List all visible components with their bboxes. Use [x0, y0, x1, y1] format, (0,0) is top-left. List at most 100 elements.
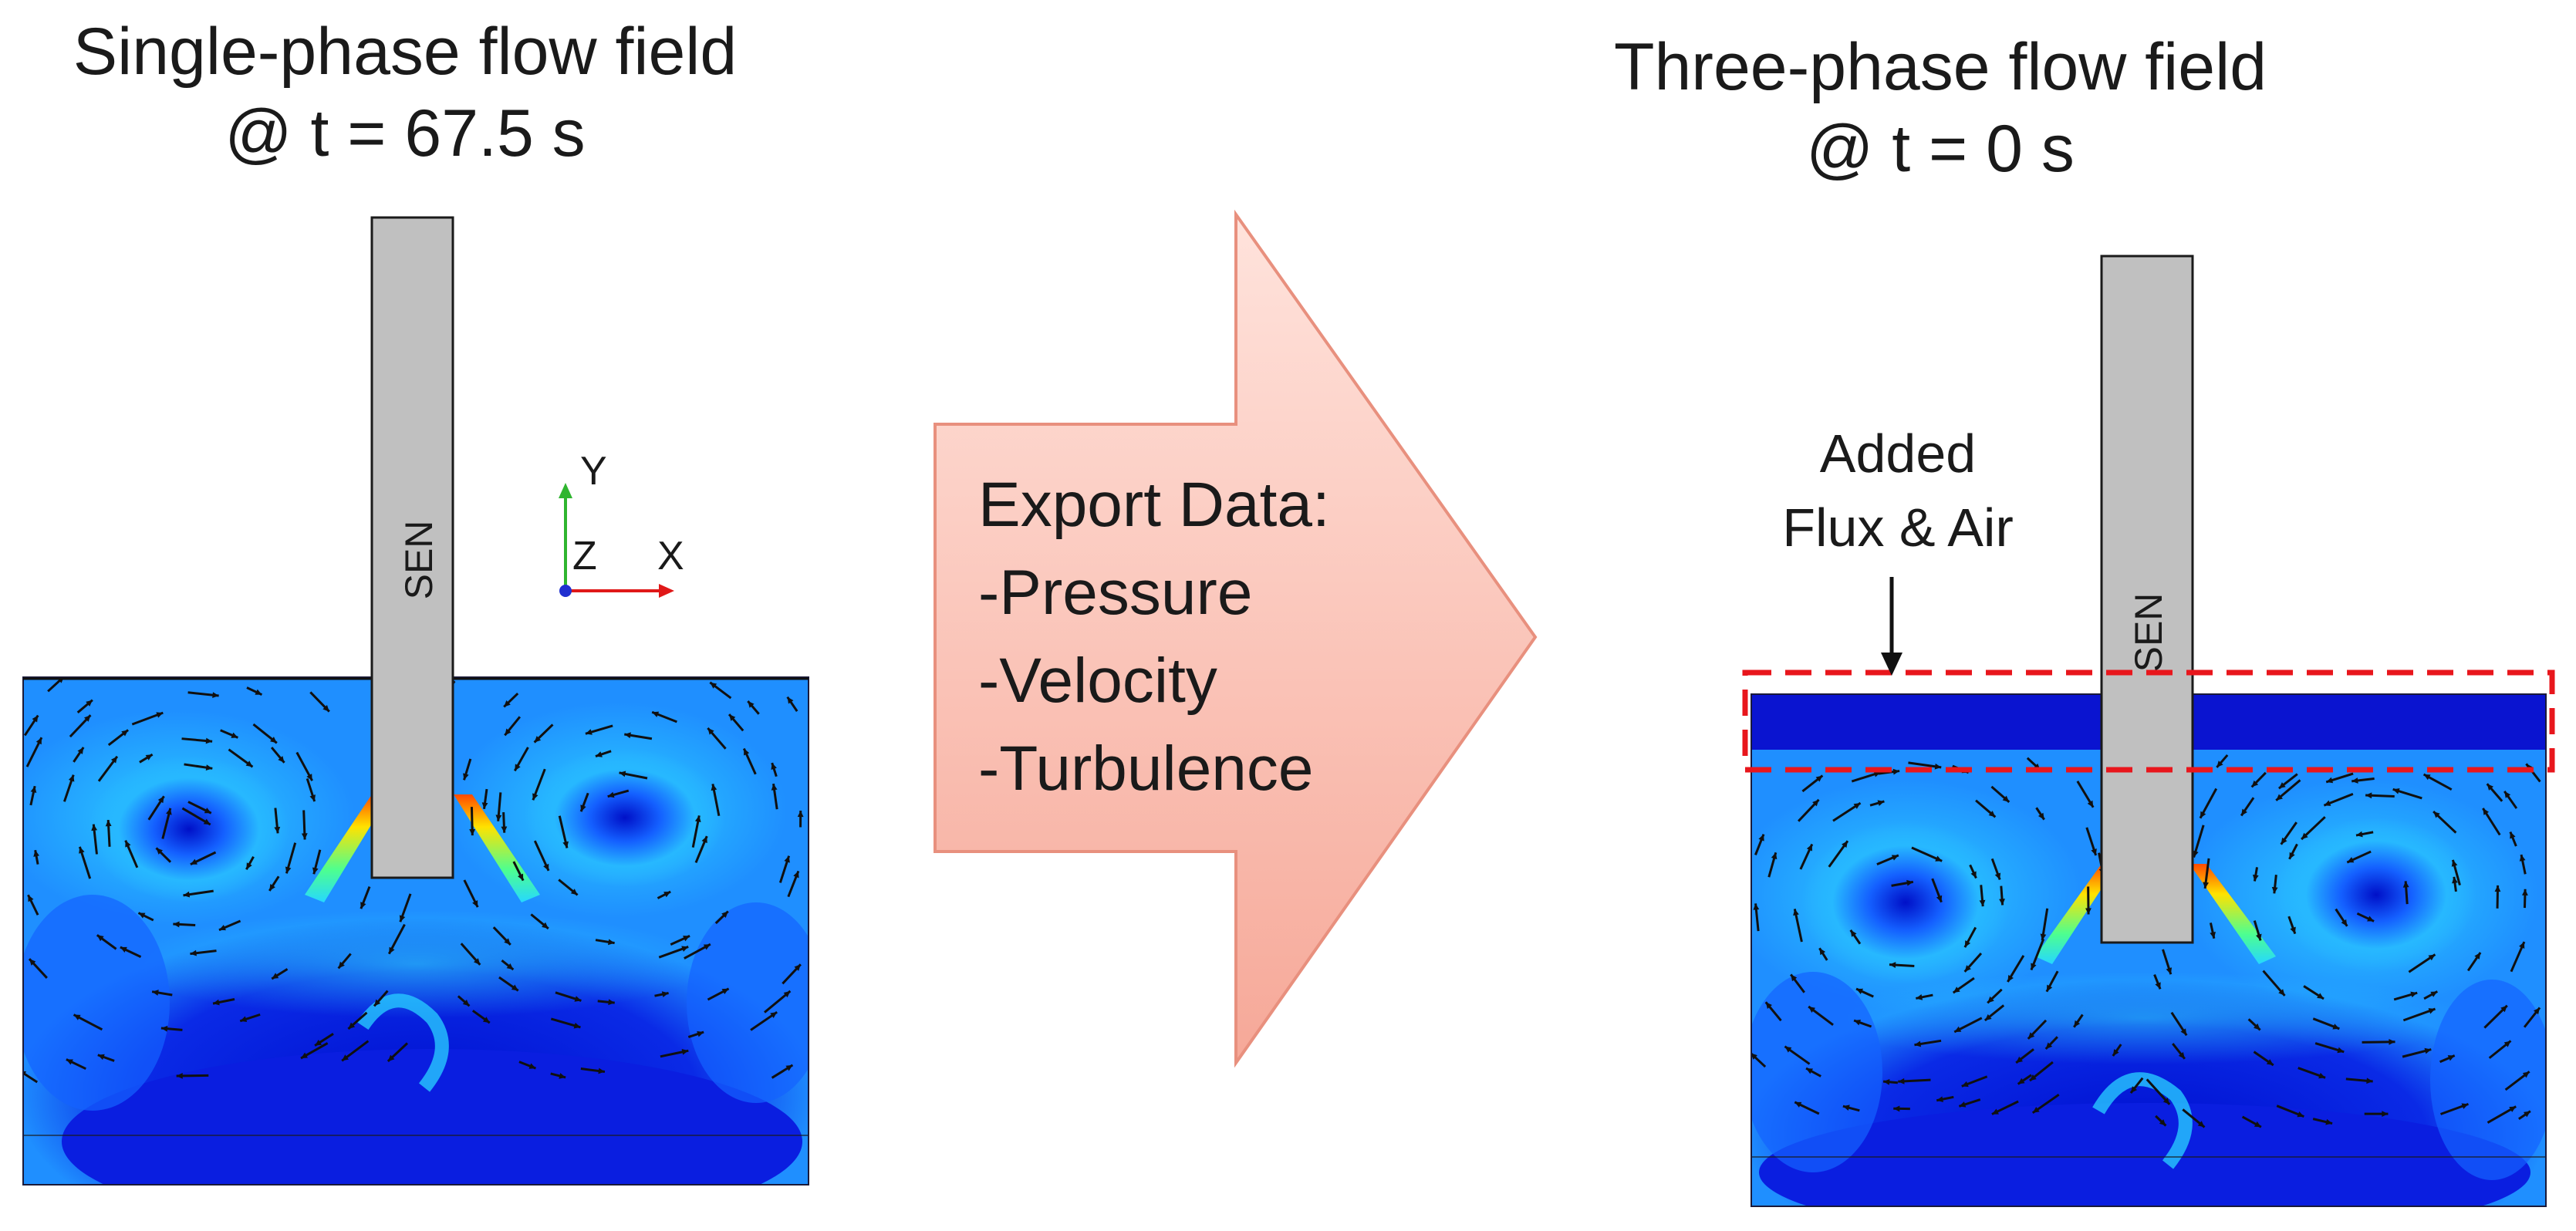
velocity-vector-head: [213, 999, 220, 1006]
velocity-vector-head: [91, 824, 98, 831]
velocity-vector-head: [1898, 1078, 1905, 1084]
velocity-vector-head: [1936, 895, 1943, 902]
velocity-vector-head: [1819, 948, 1826, 956]
velocity-vector-head: [2326, 777, 2334, 784]
velocity-vector-head: [1906, 879, 1913, 886]
velocity-vector-head: [2424, 1047, 2432, 1054]
axis-z-label: Z: [572, 534, 597, 578]
velocity-vector-head: [1771, 852, 1778, 860]
velocity-vector-head: [322, 705, 329, 712]
velocity-vector-head: [1914, 1040, 1922, 1047]
velocity-vector-head: [152, 990, 159, 996]
velocity-vector-head: [309, 794, 316, 802]
velocity-vector-head: [270, 737, 277, 744]
velocity-vector-head: [66, 1059, 73, 1065]
velocity-vector-head: [1853, 803, 1861, 809]
velocity-vector-head: [28, 895, 34, 902]
velocity-vector-head: [2203, 882, 2210, 889]
velocity-vector-head: [1936, 1096, 1943, 1103]
velocity-vector-head: [274, 826, 281, 834]
velocity-vector-head: [2503, 1040, 2511, 1047]
velocity-vector-head: [748, 701, 755, 708]
velocity-vector-head: [1793, 909, 1799, 916]
velocity-vector-head: [532, 793, 538, 801]
velocity-vector-head: [2519, 855, 2526, 862]
velocity-vector-head: [2392, 788, 2400, 794]
right-title-line2: @ t = 0 s: [1806, 112, 2075, 186]
left-sen-label: SEN: [397, 521, 441, 600]
velocity-vector-head: [1961, 1081, 1969, 1088]
velocity-vector-head: [681, 1049, 689, 1055]
velocity-vector-head: [2029, 1074, 2037, 1081]
velocity-vector-head: [166, 808, 172, 815]
velocity-vector-head: [360, 902, 366, 909]
velocity-vector-head: [245, 761, 253, 767]
velocity-vector-head: [482, 1017, 490, 1024]
velocity-vector-head: [190, 949, 197, 956]
velocity-vector-head: [2483, 808, 2490, 815]
right-panel-title: Three-phase flow field @ t = 0 s: [1520, 26, 2361, 190]
velocity-vector-head: [272, 973, 279, 980]
velocity-vector-head: [2040, 933, 2047, 941]
velocity-vector-head: [1758, 834, 1764, 841]
velocity-vector-head: [173, 921, 180, 928]
velocity-vector-head: [2533, 1007, 2541, 1015]
velocity-vector-head: [2281, 837, 2287, 845]
velocity-vector-head: [707, 727, 714, 735]
velocity-vector-head: [2410, 991, 2418, 998]
velocity-vector-head: [2382, 1111, 2389, 1118]
velocity-vector-head: [1964, 940, 1971, 948]
velocity-vector-head: [2254, 1023, 2260, 1030]
velocity-vector-head: [105, 820, 112, 827]
velocity-vector-head: [771, 763, 777, 771]
velocity-vector-head: [694, 815, 701, 823]
velocity-vector-head: [785, 1064, 793, 1071]
velocity-vector-head: [2474, 953, 2481, 960]
velocity-vector-head: [585, 729, 593, 735]
velocity-vector-head: [2016, 1056, 2024, 1063]
velocity-vector-head: [1991, 1108, 1999, 1115]
velocity-vector-head: [573, 1022, 581, 1029]
velocity-vector-head: [652, 711, 660, 717]
velocity-vector-head: [2494, 885, 2501, 892]
velocity-vector-head: [73, 1014, 81, 1020]
velocity-vector-head: [542, 922, 549, 929]
velocity-vector-head: [2162, 1098, 2170, 1105]
velocity-vector-head: [1970, 871, 1977, 879]
left-flow-field: [23, 677, 809, 1185]
export-data-arrow: Export Data: -Pressure -Velocity -Turbul…: [934, 209, 1538, 1068]
velocity-vector-head: [86, 700, 93, 707]
velocity-vector-head: [469, 828, 476, 836]
velocity-vector-head: [2522, 1071, 2530, 1078]
velocity-vector-head: [608, 999, 615, 1006]
velocity-vector-head: [1765, 1002, 1772, 1009]
velocity-vector-head: [1891, 855, 1899, 861]
velocity-vector-head: [1935, 855, 1943, 862]
velocity-vector-head: [33, 850, 39, 857]
velocity-vector-head: [1954, 1026, 1962, 1032]
velocity-vector-head: [2351, 777, 2358, 784]
velocity-vector-head: [721, 988, 729, 995]
velocity-vector-head: [2509, 1106, 2517, 1112]
velocity-vector-head: [183, 891, 191, 898]
velocity-vector-head: [1842, 841, 1848, 848]
velocity-vector-head: [1984, 1013, 1992, 1020]
velocity-vector-head: [2085, 908, 2092, 915]
velocity-vector-head: [2504, 791, 2511, 798]
velocity-vector-head: [1889, 962, 1896, 968]
velocity-vector-head: [1916, 994, 1923, 1000]
velocity-vector-head: [301, 833, 308, 840]
velocity-vector-head: [663, 892, 671, 898]
velocity-vector-head: [2389, 1038, 2395, 1045]
velocity-vector-head: [1850, 929, 1857, 937]
velocity-vector-head: [534, 736, 542, 743]
velocity-vector-head: [787, 696, 794, 704]
velocity-vector-head: [338, 961, 345, 969]
right-sen-label: SEN: [2127, 593, 2170, 673]
velocity-vector-head: [312, 867, 319, 875]
velocity-vector-head: [2290, 926, 2296, 934]
velocity-vector-head: [156, 712, 164, 718]
velocity-vector-head: [481, 802, 488, 809]
velocity-vector-head: [157, 796, 164, 804]
arrow-heading: Export Data:: [978, 470, 1330, 540]
